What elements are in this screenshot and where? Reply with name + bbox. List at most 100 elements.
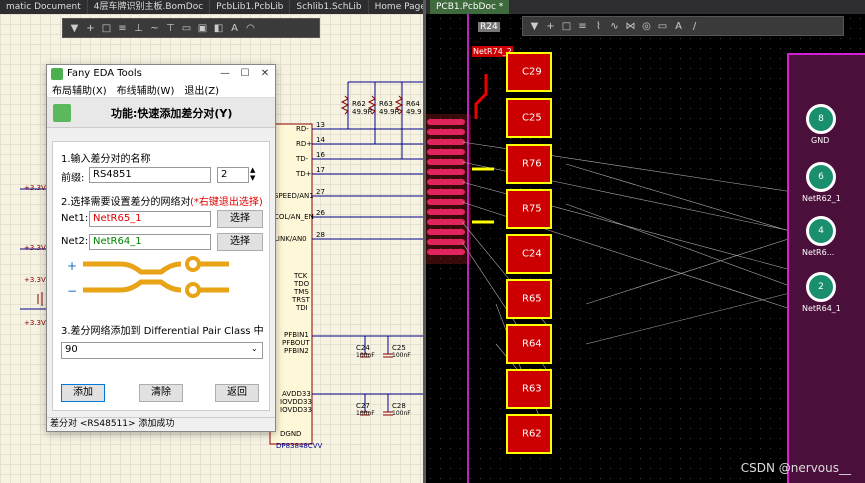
text-icon[interactable]: A bbox=[675, 20, 682, 32]
menu-layout-assist[interactable]: 布局辅助(X) bbox=[52, 86, 107, 97]
negative-sign: − bbox=[67, 284, 78, 298]
select-rect-icon[interactable]: □ bbox=[561, 20, 572, 32]
pcb-component[interactable]: R65 bbox=[506, 279, 552, 319]
add-icon[interactable]: + bbox=[86, 22, 95, 34]
add-button[interactable]: 添加 bbox=[61, 384, 105, 402]
diff-pair-class-select[interactable]: 90 bbox=[61, 342, 263, 359]
tool-logo-icon bbox=[53, 103, 71, 122]
dialog-title: Fany EDA Tools bbox=[67, 68, 142, 79]
tab-schematic-doc[interactable]: matic Document bbox=[0, 0, 88, 14]
pin-number: 26 bbox=[316, 209, 325, 217]
prefix-label: 前缀: bbox=[61, 173, 85, 184]
signal-label: TRST bbox=[292, 296, 310, 304]
signal-label: TDO bbox=[294, 280, 310, 288]
interactive-route-icon[interactable]: ∿ bbox=[610, 20, 619, 32]
pcb-component[interactable]: R63 bbox=[506, 369, 552, 409]
pcb-component[interactable]: C29 bbox=[506, 52, 552, 92]
pin-number: 28 bbox=[316, 231, 325, 239]
netlabel-icon[interactable]: ⊤ bbox=[166, 22, 175, 34]
maximize-icon[interactable]: ☐ bbox=[240, 68, 250, 79]
polygon-icon[interactable]: ▭ bbox=[657, 20, 668, 32]
document-tab-bar: matic Document 4层车牌识别主板.BomDoc PcbLib1.P… bbox=[0, 0, 425, 14]
pad-net-label: NetR62_1 bbox=[802, 194, 841, 203]
pcb-component[interactable]: R62 bbox=[506, 414, 552, 454]
net2-input[interactable]: NetR64_1 bbox=[89, 234, 211, 250]
route-icon[interactable]: ⌇ bbox=[596, 20, 601, 32]
cap-value: 100nF bbox=[392, 410, 411, 417]
text-icon[interactable]: A bbox=[231, 22, 238, 34]
pcb-component[interactable]: C24 bbox=[506, 234, 552, 274]
connector-pad[interactable]: 2 bbox=[806, 272, 836, 302]
bus-icon[interactable]: ⊥ bbox=[134, 22, 143, 34]
prefix-input[interactable]: RS4851 bbox=[89, 167, 211, 183]
tab-schlib[interactable]: Schlib1.SchLib bbox=[290, 0, 369, 14]
filter-icon[interactable]: ▼ bbox=[70, 22, 79, 34]
step1-label: 1.输入差分对的名称 bbox=[61, 154, 151, 165]
cap-value: 100nF bbox=[356, 410, 375, 417]
menu-routing-assist[interactable]: 布线辅助(W) bbox=[116, 86, 175, 97]
tab-pcb-doc[interactable]: PCB1.PcbDoc * bbox=[430, 0, 510, 14]
harness-icon[interactable]: ◧ bbox=[213, 22, 224, 34]
cap-ref: C28 bbox=[392, 402, 406, 410]
signal-label: TCK bbox=[294, 272, 308, 280]
pcb-component[interactable]: R76 bbox=[506, 144, 552, 184]
pcb-tab-bar: PCB1.PcbDoc * bbox=[426, 0, 865, 14]
pcb-traces bbox=[426, 14, 865, 483]
tab-pcblib[interactable]: PcbLib1.PcbLib bbox=[210, 0, 291, 14]
wire-icon[interactable]: ~ bbox=[150, 22, 159, 34]
count-stepper[interactable]: 2 bbox=[217, 167, 249, 183]
connector-pad[interactable]: 6 bbox=[806, 162, 836, 192]
net1-label: Net1: bbox=[61, 213, 89, 224]
line-icon[interactable]: / bbox=[692, 20, 697, 32]
port-icon[interactable]: ▭ bbox=[181, 22, 192, 34]
dialog-titlebar[interactable]: Fany EDA Tools — ☐ ✕ bbox=[47, 65, 275, 82]
pcb-net-label: NetR74_2 bbox=[472, 46, 513, 57]
power-label: +3.3V bbox=[24, 184, 46, 192]
back-button[interactable]: 返回 bbox=[215, 384, 259, 402]
align-icon[interactable]: ≡ bbox=[118, 22, 127, 34]
pin-label: RD+ bbox=[296, 140, 313, 148]
signal-label: AVDD33 bbox=[282, 390, 311, 398]
chip-pin-label: DGND bbox=[280, 430, 302, 438]
tab-home-page[interactable]: Home Page bbox=[369, 0, 425, 14]
cap-value: 100nF bbox=[392, 352, 411, 359]
resistor-value: 49.9R bbox=[379, 108, 400, 116]
signal-label: COL/AN_EN bbox=[274, 213, 314, 221]
net1-select-button[interactable]: 选择 bbox=[217, 210, 263, 228]
select-rect-icon[interactable]: □ bbox=[101, 22, 112, 34]
via-icon[interactable]: ◎ bbox=[642, 20, 651, 32]
chevron-down-icon[interactable]: ⌄ bbox=[251, 344, 258, 353]
pcb-component[interactable]: R75 bbox=[506, 189, 552, 229]
clear-button[interactable]: 清除 bbox=[139, 384, 183, 402]
resistor-ref: R64 bbox=[406, 100, 420, 108]
tab-bom-doc[interactable]: 4层车牌识别主板.BomDoc bbox=[88, 0, 211, 14]
pcb-component[interactable]: C25 bbox=[506, 98, 552, 138]
stepper-arrows-icon[interactable]: ▲▼ bbox=[250, 166, 256, 182]
close-icon[interactable]: ✕ bbox=[260, 68, 270, 79]
connector-pad[interactable]: 4 bbox=[806, 216, 836, 246]
pane-splitter[interactable] bbox=[423, 0, 426, 483]
part-icon[interactable]: ▣ bbox=[197, 22, 208, 34]
signal-label: LINK/AN0 bbox=[274, 235, 307, 243]
power-label: +3.3V bbox=[24, 276, 46, 284]
add-icon[interactable]: + bbox=[546, 20, 555, 32]
net2-select-button[interactable]: 选择 bbox=[217, 233, 263, 251]
diff-pair-route-icon[interactable]: ⋈ bbox=[625, 20, 636, 32]
pcb-component[interactable]: R64 bbox=[506, 324, 552, 364]
pin-number: 16 bbox=[316, 151, 325, 159]
filter-icon[interactable]: ▼ bbox=[530, 20, 539, 32]
pcb-ref-label: R24 bbox=[478, 22, 500, 32]
csdn-watermark: CSDN @nervous__ bbox=[740, 461, 851, 475]
arc-icon[interactable]: ◠ bbox=[246, 22, 255, 34]
pcb-canvas[interactable]: ▼ + □ ≡ ⌇ ∿ ⋈ ◎ ▭ A / R24 NetR74_2 C29 C… bbox=[426, 14, 865, 483]
cap-ref: C24 bbox=[356, 344, 370, 352]
pad-net-label: GND bbox=[811, 136, 830, 145]
connector-pad[interactable]: 8 bbox=[806, 104, 836, 134]
cap-ref: C27 bbox=[356, 402, 370, 410]
step2-hint: (*右键退出选择) bbox=[190, 197, 263, 208]
net1-input[interactable]: NetR65_1 bbox=[89, 211, 211, 227]
align-icon[interactable]: ≡ bbox=[578, 20, 587, 32]
minimize-icon[interactable]: — bbox=[220, 68, 230, 79]
menu-exit[interactable]: 退出(Z) bbox=[184, 86, 220, 97]
signal-label: PFBIN2 bbox=[284, 347, 309, 355]
